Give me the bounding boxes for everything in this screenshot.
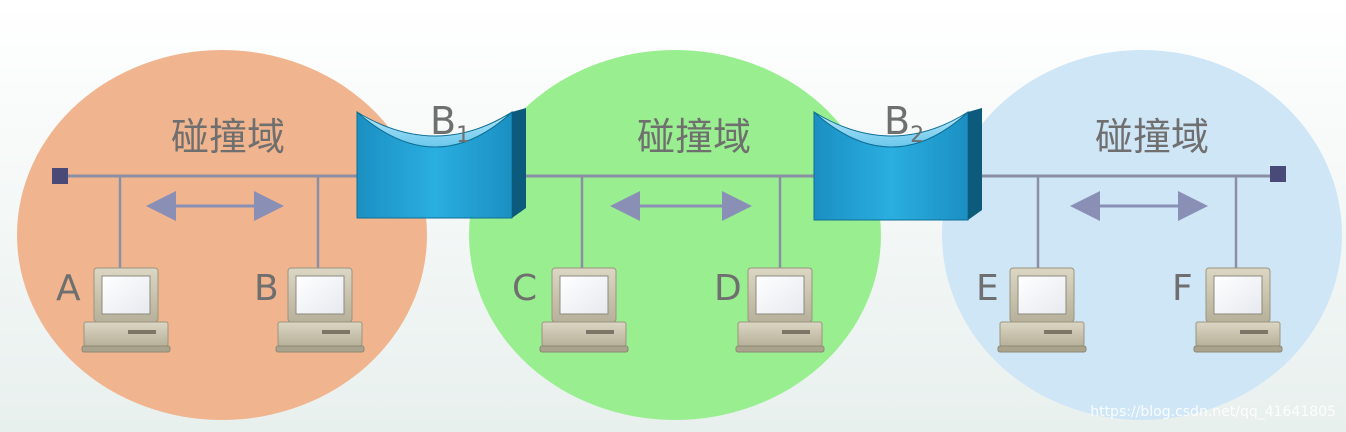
bridge-b1-label: B1	[430, 99, 470, 148]
host-label-e: E	[976, 268, 999, 309]
computer-d-icon	[735, 267, 825, 353]
host-label-c: C	[512, 268, 537, 309]
collision-domain-2	[469, 50, 881, 420]
host-label-d: D	[714, 268, 742, 309]
computer-a-icon	[81, 267, 171, 353]
collision-domain-3	[942, 50, 1342, 420]
computer-f-icon	[1193, 267, 1283, 353]
terminator-left	[52, 168, 68, 184]
collision-domain-1	[17, 50, 427, 420]
computer-e-icon	[997, 267, 1087, 353]
host-label-f: F	[1172, 268, 1193, 309]
terminator-right	[1270, 166, 1286, 182]
domain-label-3: 碰撞域	[1095, 115, 1209, 159]
bridge-b1-icon	[356, 108, 526, 219]
watermark-text: https://blog.csdn.net/qq_41641805	[1090, 404, 1336, 420]
host-label-b: B	[254, 268, 279, 309]
host-label-a: A	[56, 268, 81, 309]
domain-label-2: 碰撞域	[637, 115, 751, 159]
computer-b-icon	[275, 267, 365, 353]
bridge-b2-label: B2	[884, 99, 924, 148]
computer-c-icon	[539, 267, 629, 353]
domain-label-1: 碰撞域	[171, 115, 285, 159]
bridge-b2-icon	[813, 108, 982, 221]
